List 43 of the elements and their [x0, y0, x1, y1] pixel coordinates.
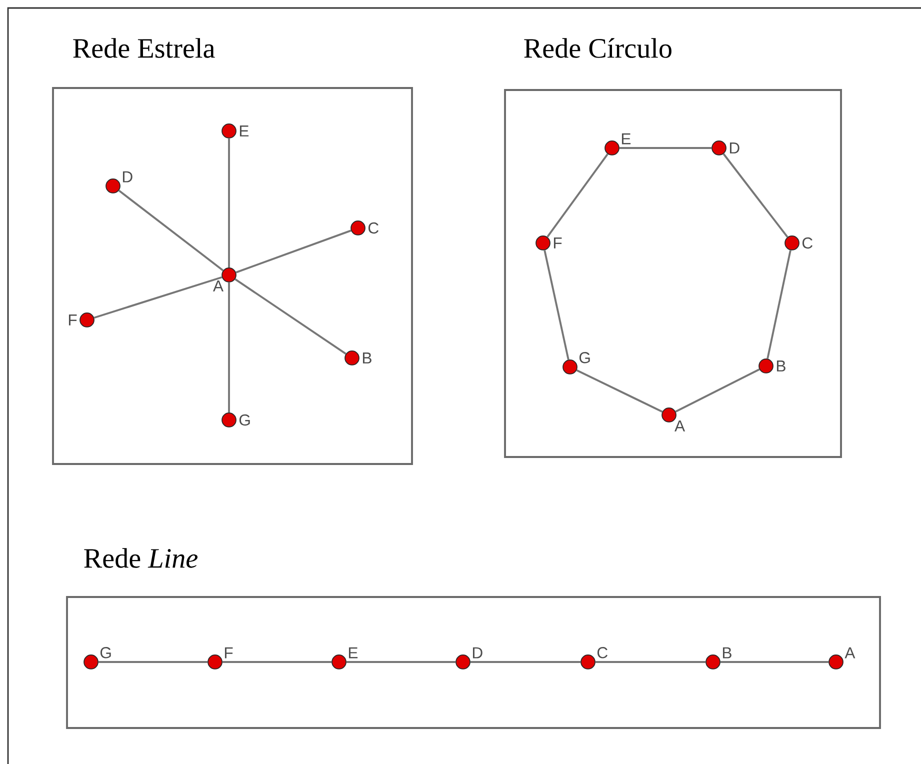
node-letter: E [348, 647, 358, 658]
node-letter: C [802, 237, 812, 249]
connector-line [236, 230, 352, 274]
connector-line [234, 278, 346, 355]
connector-line [228, 138, 230, 268]
connector-line [228, 282, 230, 413]
node-letter: B [362, 352, 372, 364]
connector-line [222, 661, 332, 663]
connector-line [94, 276, 222, 319]
connector-line [346, 661, 456, 663]
node-letter: E [622, 133, 631, 144]
node-letter: D [730, 142, 740, 154]
node-letter: G [239, 414, 250, 426]
node-letter: D [472, 647, 482, 658]
connector-line [470, 661, 581, 663]
connector-line [576, 369, 663, 413]
node-letter: A [844, 647, 856, 658]
node-letter: F [68, 314, 77, 326]
connector-line [720, 661, 829, 663]
connector-line [675, 368, 760, 412]
node-letter: D [122, 171, 132, 182]
connector-line [595, 661, 706, 663]
connector-line [619, 147, 712, 149]
connector-line [98, 661, 208, 663]
node-letter: C [368, 222, 378, 234]
node-letter: A [213, 280, 224, 292]
connector-line [766, 250, 792, 359]
connector-line [546, 153, 608, 238]
node-letter: C [597, 647, 608, 658]
node-letter: G [100, 647, 111, 658]
panel-title: Rede Line [84, 548, 198, 568]
node-letter: G [579, 352, 590, 364]
node-letter: A [674, 420, 686, 432]
connector-line [118, 190, 224, 272]
panel-title: Rede Círculo [524, 38, 672, 58]
connector-line [544, 250, 570, 360]
node-letter: E [240, 126, 249, 136]
node-letter: B [776, 360, 786, 372]
connector-line [722, 153, 788, 238]
panel-title: Rede Estrela [73, 38, 215, 58]
node-letter: F [224, 647, 233, 658]
node-letter: F [554, 238, 562, 248]
node-letter: B [722, 647, 732, 658]
